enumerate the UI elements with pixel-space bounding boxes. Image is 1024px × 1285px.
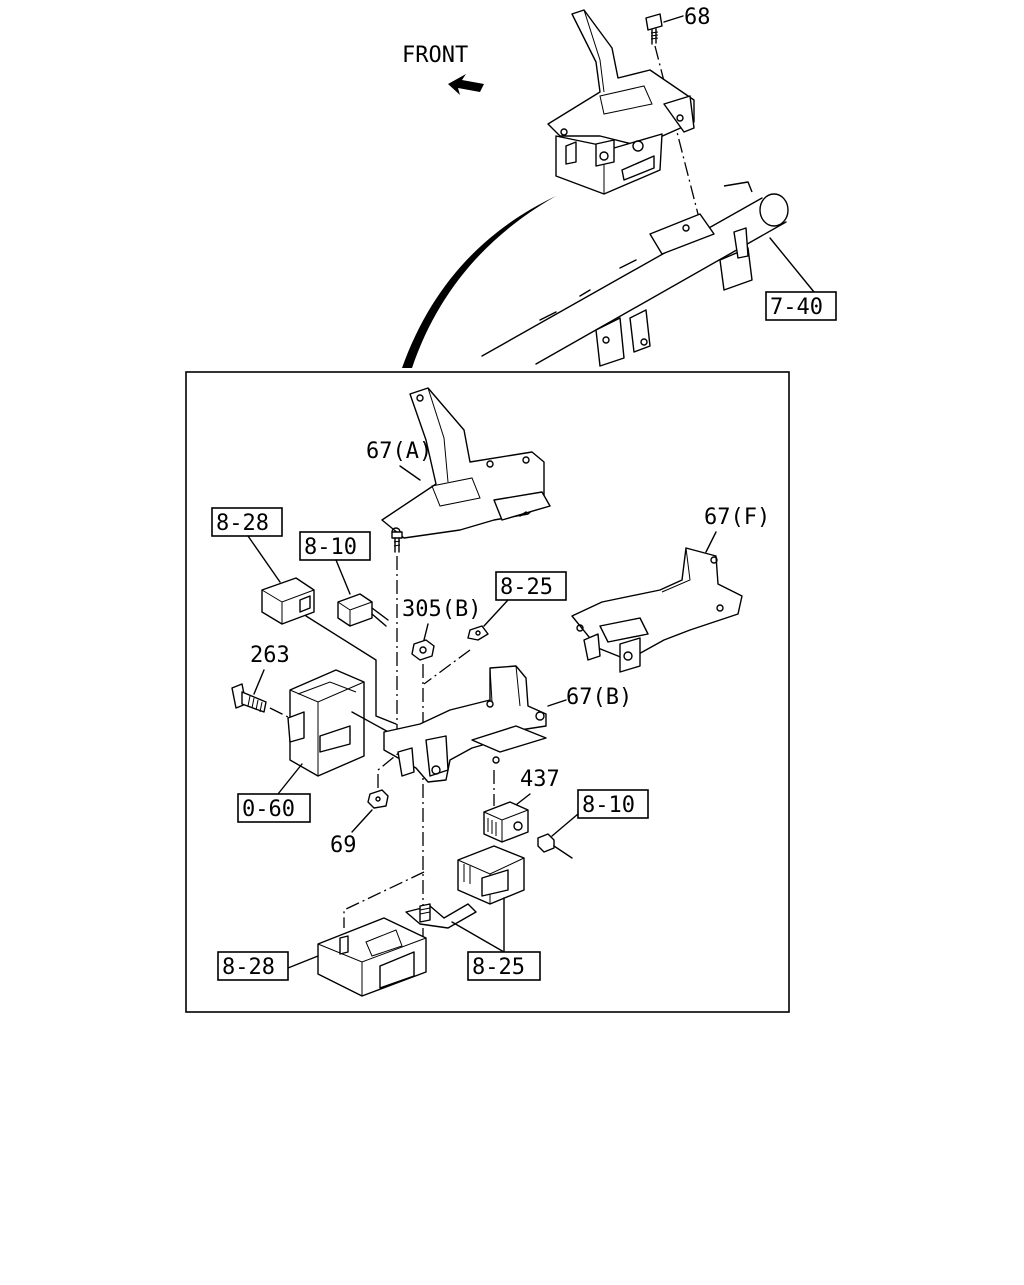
ref-box-8-25-top — [495, 571, 567, 601]
mount-plate-8-25 — [405, 903, 477, 929]
bolt-263 — [231, 683, 267, 713]
ref-box-8-25-bottom — [467, 951, 541, 981]
ref-7-40: 7-40 — [770, 295, 823, 320]
connector-8-10 — [337, 593, 389, 627]
front-label: FRONT — [402, 43, 468, 68]
ref-8-28-top: 8-28 — [216, 511, 269, 536]
upper-bracket-assembly — [547, 9, 695, 195]
ref-8-25-bottom: 8-25 — [472, 955, 525, 980]
callout-69: 69 — [330, 833, 357, 858]
ref-box-0-60 — [237, 793, 311, 823]
ref-8-10-right: 8-10 — [582, 793, 635, 818]
ref-8-25-top: 8-25 — [500, 575, 553, 600]
module-8-25 — [457, 845, 525, 905]
detail-frame — [185, 371, 790, 1013]
clip-nut — [467, 625, 489, 641]
ref-box-8-28-bottom — [217, 951, 289, 981]
ref-box-8-10-right — [577, 789, 649, 819]
callout-67f: 67(F) — [704, 505, 770, 530]
harness — [305, 615, 397, 735]
callout-305b: 305(B) — [402, 597, 481, 622]
ref-8-10-top: 8-10 — [304, 535, 357, 560]
bracket-67a — [381, 387, 551, 539]
ref-8-28-bottom: 8-28 — [222, 955, 275, 980]
plug-8-10 — [537, 833, 573, 859]
nut-69 — [367, 789, 389, 809]
callout-263: 263 — [250, 643, 290, 668]
bracket-67f — [571, 547, 743, 673]
screw-67a — [391, 531, 403, 553]
callout-67b: 67(B) — [566, 685, 632, 710]
ref-box-7-40 — [765, 291, 837, 321]
relay-437 — [483, 801, 529, 843]
bolt-68 — [645, 13, 663, 45]
callout-67a: 67(A) — [366, 439, 432, 464]
ref-box-8-10-top — [299, 531, 371, 561]
connector-8-28 — [261, 577, 315, 625]
ref-box-8-28-top — [211, 507, 283, 537]
ecu-8-28 — [317, 917, 427, 997]
front-arrow-icon — [448, 74, 484, 95]
callout-68: 68 — [684, 5, 711, 30]
cross-beam — [481, 181, 789, 367]
nut-305b — [411, 639, 435, 661]
detail-view-curve — [402, 196, 556, 368]
control-unit-0-60 — [287, 669, 365, 777]
bracket-67b — [383, 665, 547, 783]
callout-437: 437 — [520, 767, 560, 792]
ref-0-60: 0-60 — [242, 797, 295, 822]
